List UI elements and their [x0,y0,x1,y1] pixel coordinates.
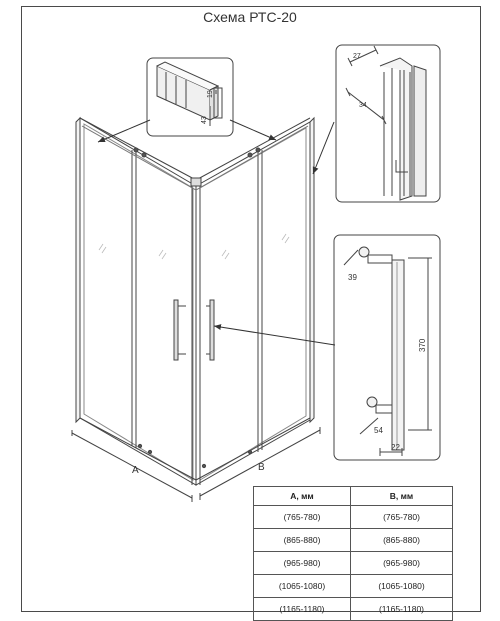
handle-dim-4: 22 [391,443,400,452]
glass-reflections [98,233,290,260]
top-dim-a: 19 [207,90,214,98]
cell-a: (765-780) [253,505,351,529]
cell-a: (1165-1180) [253,597,351,621]
arrow-to-left-top [97,119,151,143]
cell-a: (965-980) [253,551,351,575]
cell-a: (1065-1080) [253,574,351,598]
table-row: (965-980)(965-980) [253,551,453,575]
label-a: A [132,465,139,476]
table-row: (1065-1080)(1065-1080) [253,574,453,598]
header-a: А, мм [253,486,351,506]
arrow-to-right-top [229,119,277,141]
wall-dim-a: 27 [353,53,361,60]
cell-b: (1165-1180) [350,597,453,621]
handle-dim-1: 39 [348,273,357,282]
table-header-row: А, мм В, мм [253,486,453,506]
page-title: Схема РТС-20 [203,9,297,25]
table-row: (765-780)(765-780) [253,505,453,529]
top-profile-detail: 19 43 [146,57,234,137]
dimension-b [199,427,321,500]
header-b: В, мм [350,486,453,506]
cell-a: (865-880) [253,528,351,552]
handle-dim-2: 370 [418,338,427,352]
cell-b: (765-780) [350,505,453,529]
wall-dim-b: 34 [359,102,367,109]
cell-b: (865-880) [350,528,453,552]
size-table: А, мм В, мм (765-780)(765-780) (865-880)… [253,486,453,621]
table-row: (865-880)(865-880) [253,528,453,552]
wall-profile-detail: 27 34 [335,44,441,203]
dimension-a [71,430,193,502]
table-row: (1165-1180)(1165-1180) [253,597,453,621]
cell-b: (965-980) [350,551,453,575]
label-b: B [258,462,265,473]
drawing-frame [21,6,481,612]
arrow-to-wall [312,121,335,175]
handle-detail: 39 370 54 22 [333,234,441,461]
handle-dim-3: 54 [374,426,383,435]
arrow-to-handle [213,324,336,346]
shower-enclosure [75,116,315,486]
top-dim-b: 43 [201,116,208,124]
cell-b: (1065-1080) [350,574,453,598]
